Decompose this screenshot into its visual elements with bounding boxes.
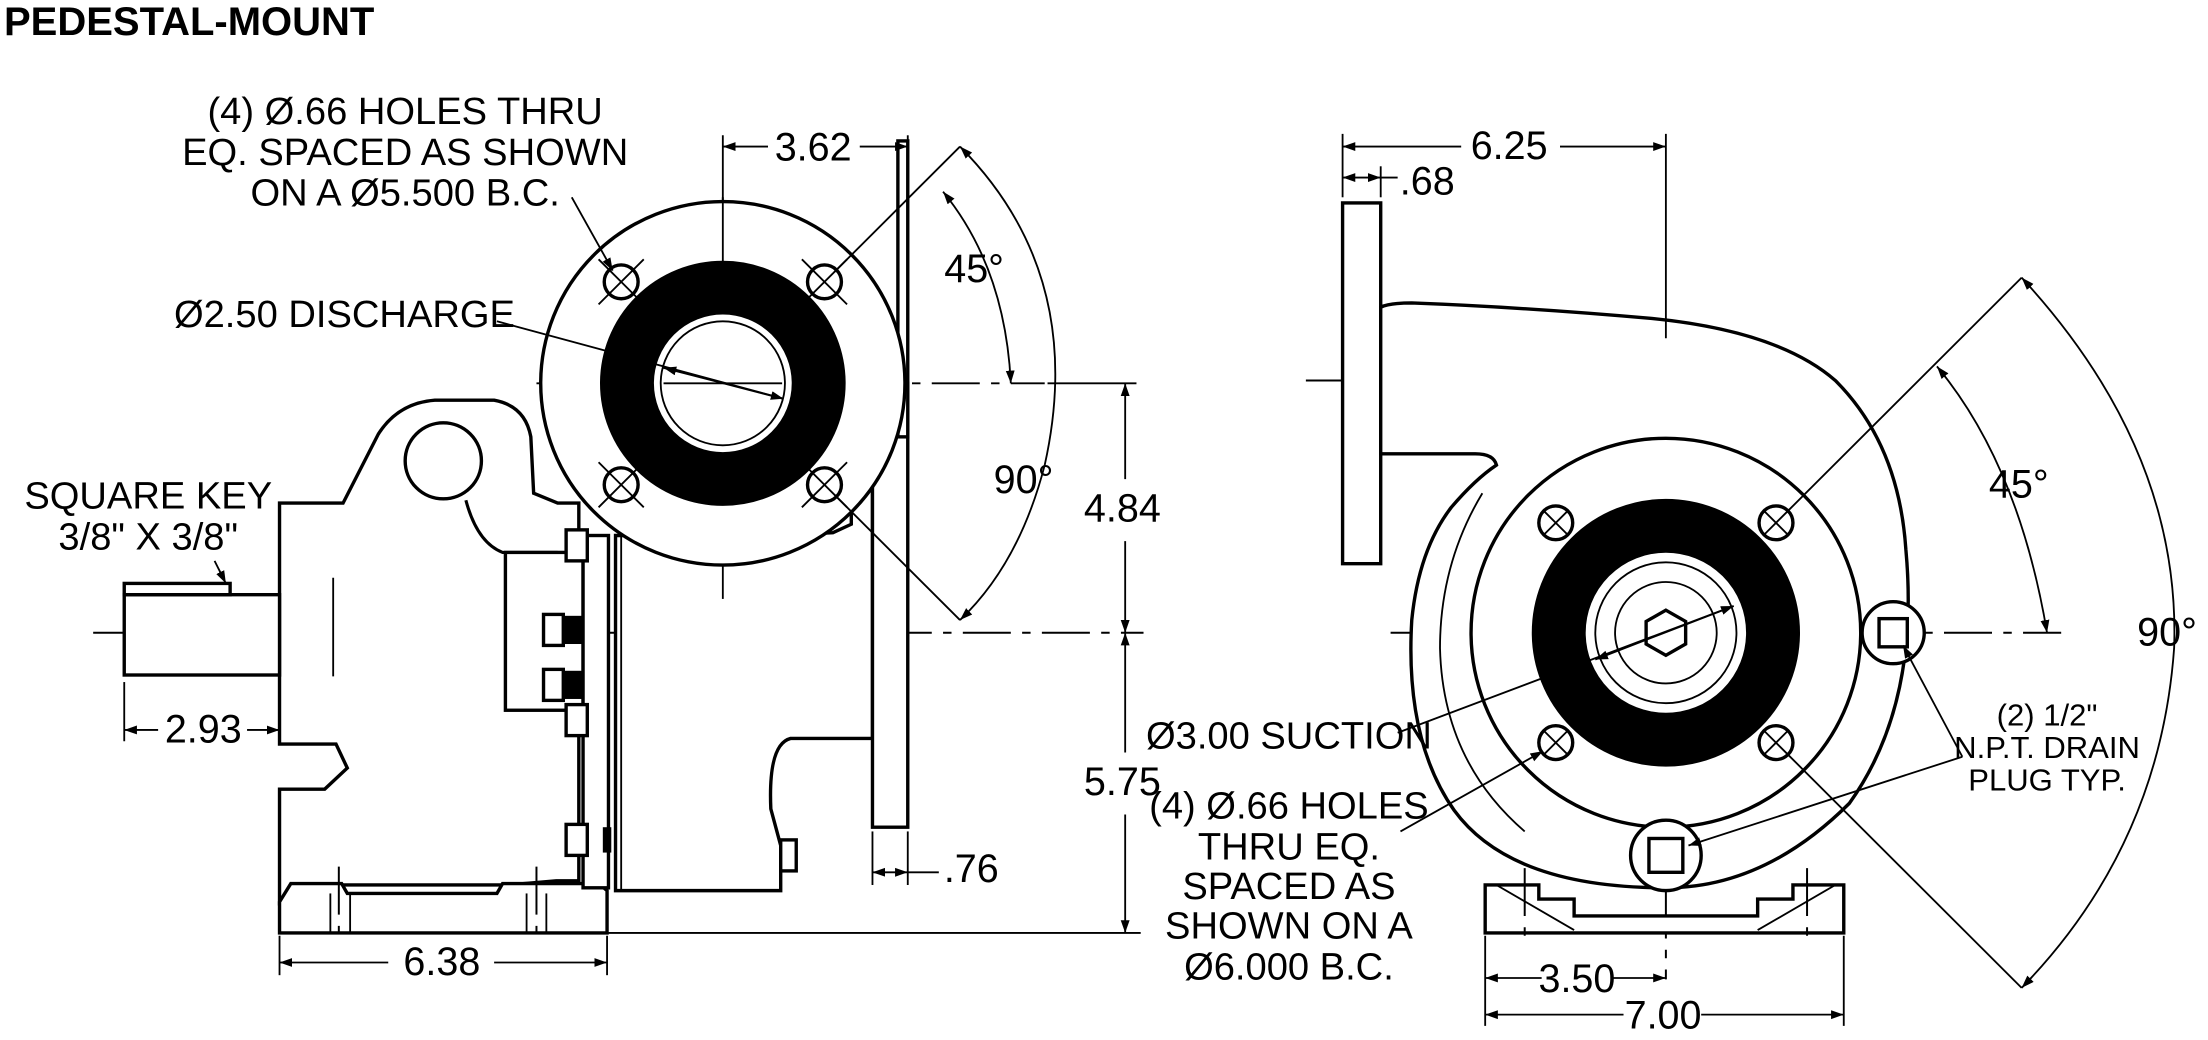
dim-7-00: 7.00 — [1625, 994, 1702, 1038]
arc-90 — [959, 145, 1057, 621]
hole-cl — [1543, 730, 1568, 755]
leader-holes — [570, 196, 614, 272]
front-discharge-flange — [1340, 201, 1383, 566]
base-rib-2 — [1757, 884, 1836, 931]
callout-front-holes-2: THRU EQ. — [1198, 827, 1380, 869]
dim-90-side: 90° — [994, 458, 1054, 502]
callout-discharge: Ø2.50 DISCHARGE — [174, 294, 515, 336]
dim-0-76: .76 — [944, 847, 999, 891]
bolt-head — [564, 702, 589, 738]
hole-cl — [801, 461, 848, 508]
base-rib-1 — [1496, 884, 1575, 931]
square-key — [122, 581, 232, 597]
bolt-head — [564, 528, 589, 563]
callout-front-holes-4: SHOWN ON A — [1165, 906, 1413, 948]
bolt-stack — [541, 528, 612, 858]
callout-drain-1: (2) 1/2" — [1997, 698, 2098, 733]
dim-6-25: 6.25 — [1471, 124, 1548, 168]
bolt-head — [564, 822, 589, 858]
angle-line-45 — [833, 145, 961, 273]
pedestal-foot — [277, 881, 609, 935]
hole-cl — [597, 461, 645, 508]
gap-mark — [602, 827, 612, 853]
discharge-flange-edge — [896, 139, 910, 439]
hole-cl — [1543, 510, 1568, 535]
pedestal-rib — [464, 499, 558, 554]
drain-plug-bottom-square — [1647, 836, 1685, 874]
dim-3-50: 3.50 — [1538, 957, 1615, 1001]
leader-drain-2 — [1688, 755, 1963, 847]
hole-cl — [1764, 730, 1788, 755]
front-arc-90 — [2020, 276, 2176, 989]
callout-front-holes-1: (4) Ø.66 HOLES — [1149, 786, 1429, 828]
leader-front-holes — [1400, 750, 1544, 833]
dim-4-84: 4.84 — [1084, 486, 1161, 530]
leader-key — [213, 560, 227, 584]
dim-45-side: 45° — [944, 247, 1004, 291]
leader-drain-1 — [1902, 644, 1964, 758]
front-view: 6.25 .68 45° 90° 3.50 7.00 Ø3.00 SUCTION… — [1146, 124, 2197, 1037]
dim-90-front: 90° — [2137, 610, 2197, 654]
lifting-eye — [403, 421, 484, 501]
bolt-head — [541, 667, 565, 703]
callout-suction: Ø3.00 SUCTION — [1146, 715, 1432, 757]
callout-drain-2: N.P.T. DRAIN — [1954, 730, 2140, 765]
front-angle-line-45 — [1786, 276, 2023, 513]
dim-45-front: 45° — [1989, 462, 2049, 506]
bolt-head — [541, 612, 565, 648]
suction-bore-ring-2 — [1614, 581, 1718, 685]
discharge-bolt-holes — [597, 258, 848, 508]
leader-suction-2 — [1594, 605, 1734, 661]
front-angle-line-neg45 — [1786, 753, 2023, 989]
drain-plug-side-square — [1877, 616, 1909, 649]
bolt-nut — [564, 670, 585, 699]
shaft — [122, 592, 282, 677]
volute-inner-curve — [1439, 492, 1526, 833]
callout-front-holes-5: Ø6.000 B.C. — [1184, 946, 1394, 988]
bolt-nut — [564, 615, 585, 645]
leader-discharge-2 — [663, 366, 784, 400]
dim-5-75: 5.75 — [1084, 760, 1161, 804]
front-arc-45 — [1936, 365, 2050, 633]
callout-drain-3: PLUG TYP. — [1968, 763, 2126, 798]
discharge-bore-inner — [659, 320, 786, 447]
suction-bore-ring — [1594, 561, 1738, 705]
side-view: (4) Ø.66 HOLES THRU EQ. SPACED AS SHOWN … — [24, 91, 1160, 984]
page-title: PEDESTAL-MOUNT — [4, 0, 375, 44]
suction-bolt-holes — [1537, 504, 1795, 762]
drain-boss — [779, 838, 798, 873]
callout-holes-line-3: ON A Ø5.500 B.C. — [251, 173, 560, 215]
dim-3-62: 3.62 — [775, 126, 852, 170]
callout-holes-line-1: (4) Ø.66 HOLES THRU — [207, 91, 602, 133]
dim-6-38: 6.38 — [403, 940, 480, 984]
arc-45 — [942, 191, 1015, 384]
callout-key-line-2: 3/8" X 3/8" — [58, 517, 238, 559]
angle-line-neg45 — [833, 493, 961, 621]
hole-cl — [1764, 510, 1788, 535]
callout-holes-line-2: EQ. SPACED AS SHOWN — [182, 132, 628, 174]
front-base — [1483, 883, 1846, 935]
hole-cl — [597, 258, 645, 306]
dim-0-68: .68 — [1400, 160, 1455, 204]
dim-2-93: 2.93 — [165, 708, 242, 752]
callout-key-line-1: SQUARE KEY — [24, 476, 272, 518]
callout-front-holes-3: SPACED AS — [1182, 866, 1395, 908]
